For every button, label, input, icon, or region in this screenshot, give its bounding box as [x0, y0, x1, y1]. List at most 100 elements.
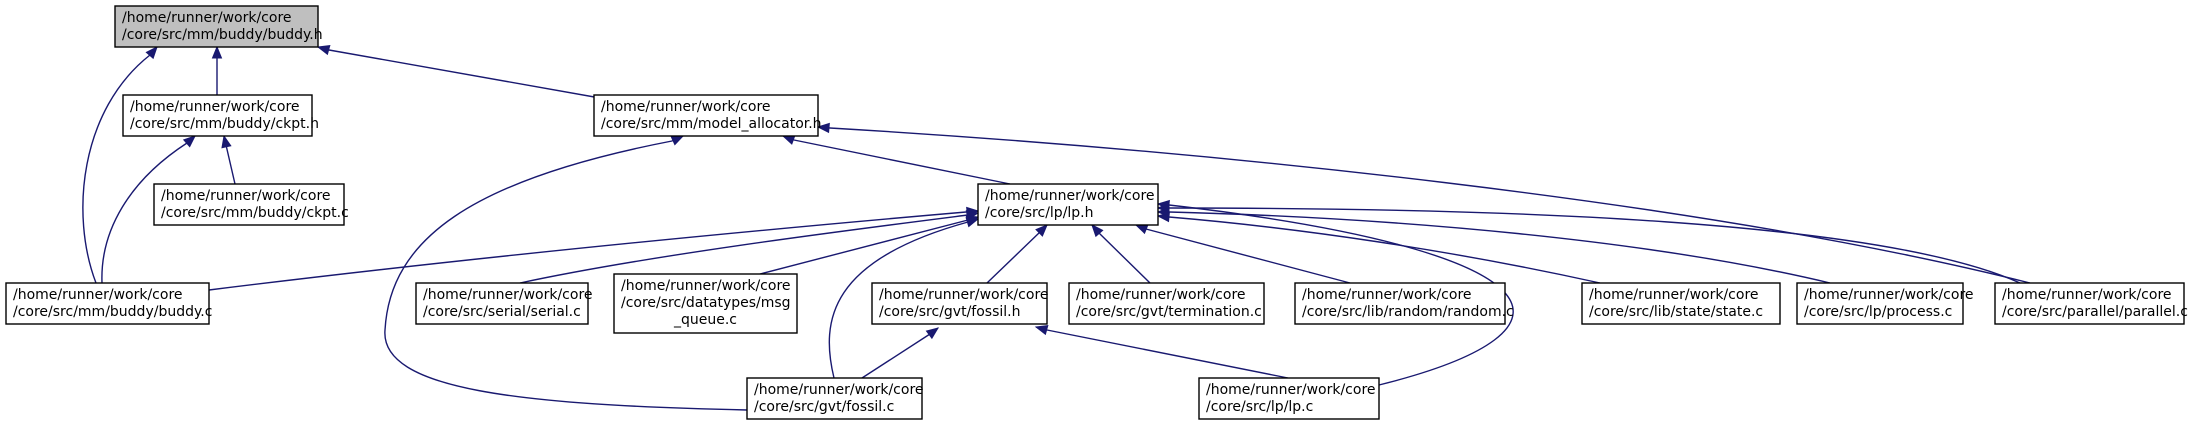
edge-buddy_c-to-ckpt_h: [101, 135, 196, 284]
node-label-line: /core/src/lp/lp.h: [985, 205, 1094, 221]
arrow-head-icon: [1134, 224, 1149, 235]
arrow-head-icon: [925, 327, 940, 340]
edge-termination_c-to-lp_h: [1091, 224, 1151, 284]
node-box: [1796, 282, 1964, 325]
edge-process_c-to-lp_h: [1156, 206, 1831, 284]
node-label-line: /core/src/mm/buddy/buddy.h: [122, 27, 323, 43]
node-ckpt-h[interactable]: /home/runner/work/core/core/src/mm/buddy…: [122, 94, 319, 137]
node-serial-c[interactable]: /home/runner/work/core/core/src/serial/s…: [415, 282, 593, 325]
node-box: [871, 282, 1048, 325]
node-box: [1994, 282, 2185, 325]
node-buddy-h: /home/runner/work/core/core/src/mm/buddy…: [114, 5, 323, 48]
edge-fossil_c-to-model_allocator_h: [384, 135, 748, 411]
node-label-line: /core/src/lib/random/random.c: [1302, 304, 1514, 320]
arrow-head-icon: [182, 135, 196, 148]
node-random-c[interactable]: /home/runner/work/core/core/src/lib/rand…: [1294, 282, 1514, 325]
node-label-line: _queue.c: [673, 312, 737, 328]
node-label-line: /core/src/lp/process.c: [1804, 304, 1952, 320]
node-label-line: /home/runner/work/core: [1076, 287, 1246, 303]
arrow-head-icon: [145, 46, 158, 60]
edge-line: [1145, 228, 1351, 284]
edge-line: [1168, 211, 1831, 284]
arrow-head-icon: [965, 217, 980, 228]
node-lp-h[interactable]: /home/runner/work/core/core/src/lp/lp.h: [977, 183, 1159, 226]
node-label-line: /core/src/mm/model_allocator.h: [601, 116, 822, 132]
edge-line: [986, 231, 1041, 284]
edge-line: [1168, 207, 2021, 284]
node-label-line: /core/src/datatypes/msg: [621, 295, 791, 311]
edge-layer: [82, 44, 2031, 411]
arrow-head-icon: [1034, 324, 1049, 336]
node-fossil-h[interactable]: /home/runner/work/core/core/src/gvt/foss…: [871, 282, 1049, 325]
node-label-line: /home/runner/work/core: [754, 382, 924, 398]
node-layer: /home/runner/work/core/core/src/mm/buddy…: [5, 5, 2188, 420]
node-box: [415, 282, 589, 325]
node-box: [1294, 282, 1506, 325]
node-label-line: /home/runner/work/core: [130, 99, 300, 115]
edge-parallel_c-to-lp_h: [1156, 202, 2021, 284]
edge-line: [1046, 329, 1289, 379]
node-fossil-c[interactable]: /home/runner/work/core/core/src/gvt/foss…: [746, 377, 924, 420]
node-box: [1068, 282, 1265, 325]
node-lp-c[interactable]: /home/runner/work/core/core/src/lp/lp.c: [1198, 377, 1380, 420]
edge-line: [828, 221, 969, 379]
node-label-line: /home/runner/work/core: [879, 287, 1049, 303]
node-label-line: /core/src/gvt/termination.c: [1076, 304, 1262, 320]
edge-buddy_c-to-buddy_h: [82, 46, 158, 284]
node-box: [1581, 282, 1781, 325]
node-box: [1198, 377, 1380, 420]
node-ckpt-c[interactable]: /home/runner/work/core/core/src/mm/buddy…: [153, 183, 349, 226]
node-label-line: /core/src/gvt/fossil.c: [754, 399, 894, 415]
edge-line: [1168, 216, 1601, 284]
edge-line: [225, 144, 236, 185]
node-box: [613, 273, 798, 334]
node-label-line: /home/runner/work/core: [161, 188, 331, 204]
edge-line: [793, 139, 1011, 185]
node-box: [153, 183, 345, 226]
edge-fossil_c-to-fossil_h: [861, 327, 940, 379]
node-model-allocator-h[interactable]: /home/runner/work/core/core/src/mm/model…: [593, 94, 822, 137]
edge-msg_queue_c-to-lp_h: [759, 215, 980, 275]
node-box: [593, 94, 819, 137]
node-parallel-c[interactable]: /home/runner/work/core/core/src/parallel…: [1994, 282, 2188, 325]
node-label-line: /home/runner/work/core: [1302, 287, 1472, 303]
node-label-line: /core/src/mm/buddy/buddy.c: [13, 304, 212, 320]
node-label-line: /home/runner/work/core: [1206, 382, 1376, 398]
node-label-line: /core/src/lp/lp.c: [1206, 399, 1313, 415]
node-label-line: /home/runner/work/core: [985, 188, 1155, 204]
node-label-line: /core/src/serial/serial.c: [423, 304, 581, 320]
edge-lp_c-to-fossil_h: [1034, 324, 1289, 379]
edge-line: [829, 127, 2031, 284]
node-termination-c[interactable]: /home/runner/work/core/core/src/gvt/term…: [1068, 282, 1265, 325]
node-box: [122, 94, 313, 137]
node-msg-queue-c[interactable]: /home/runner/work/core/core/src/datatype…: [613, 273, 798, 334]
node-box: [746, 377, 923, 420]
edge-parallel_c-to-model_allocator_h: [816, 122, 2031, 284]
node-label-line: /home/runner/work/core: [1589, 287, 1759, 303]
edge-line: [861, 333, 931, 379]
arrow-head-icon: [221, 134, 232, 149]
node-state-c[interactable]: /home/runner/work/core/core/src/lib/stat…: [1581, 282, 1781, 325]
node-label-line: /home/runner/work/core: [13, 287, 183, 303]
arrow-head-icon: [816, 122, 830, 134]
edge-line: [519, 214, 969, 284]
edge-lp_h-to-model_allocator_h: [781, 135, 1011, 185]
edge-line: [328, 49, 601, 99]
arrow-head-icon: [211, 45, 223, 59]
node-buddy-c[interactable]: /home/runner/work/core/core/src/mm/buddy…: [5, 282, 212, 325]
node-box: [114, 5, 319, 48]
edge-fossil_c-to-lp_h: [828, 217, 980, 379]
node-label-line: /core/src/gvt/fossil.h: [879, 304, 1020, 320]
arrow-head-icon: [316, 44, 331, 56]
node-process-c[interactable]: /home/runner/work/core/core/src/lp/proce…: [1796, 282, 1974, 325]
node-label-line: /home/runner/work/core: [2002, 287, 2172, 303]
edge-line: [1098, 232, 1151, 284]
arrow-head-icon: [1156, 199, 1170, 211]
edge-ckpt_h-to-buddy_h: [211, 45, 223, 95]
edge-model_allocator_h-to-buddy_h: [316, 44, 601, 99]
node-label-line: /home/runner/work/core: [621, 278, 791, 294]
edge-line: [759, 219, 969, 275]
arrow-head-icon: [1091, 224, 1104, 238]
node-label-line: /core/src/mm/buddy/ckpt.h: [130, 116, 319, 132]
